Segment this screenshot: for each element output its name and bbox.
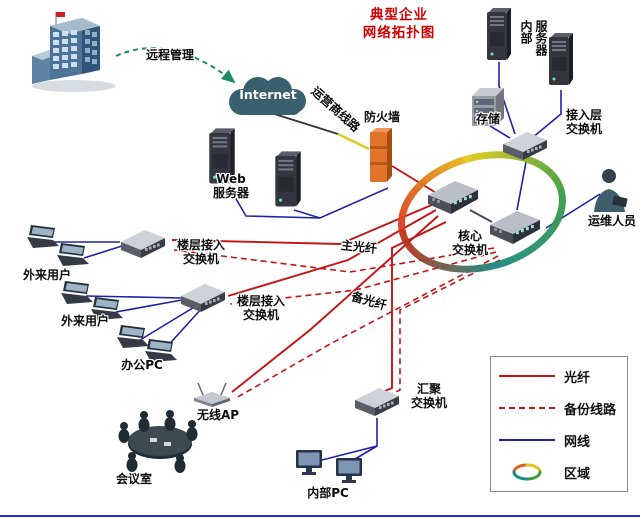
external-user-laptop-icon: [26, 224, 62, 254]
legend-row-cable: 网线: [491, 424, 627, 456]
core-switch-label: 核心 交换机: [451, 229, 488, 258]
storage-label: 存储: [475, 112, 500, 126]
office-pc-laptop-icon: [116, 324, 152, 354]
access-switch-label: 接入层 交换机: [565, 108, 602, 137]
remote-management-label: 远程管理: [145, 48, 194, 62]
external-user-label-1: 外来用户: [22, 268, 71, 282]
external-user-label-2: 外来用户: [60, 314, 109, 328]
zone-ring: [398, 151, 566, 273]
building-icon: [22, 6, 126, 98]
legend-row-zone: 区域: [491, 456, 627, 488]
legend-row-fiber: 光纤: [491, 360, 627, 392]
firewall-label: 防火墙: [363, 110, 400, 124]
core-interlink: [469, 209, 493, 223]
internal-server-icon-2: [544, 30, 578, 94]
cable-line-sample: [499, 439, 555, 441]
internal-server-label: 内部 服务器: [519, 20, 548, 56]
office-pc-label: 办公PC: [121, 358, 163, 372]
backup-line-sample: [499, 407, 555, 409]
ops-staff-icon: [590, 166, 632, 220]
legend-row-backup: 备份线路: [491, 392, 627, 424]
internet-cloud-icon: [222, 72, 312, 126]
external-user-laptop-icon: [60, 280, 96, 310]
remote-management-arrow: [115, 47, 236, 84]
legend: 光纤 备份线路 网线 区域: [490, 356, 628, 492]
access-switch-icon: [500, 128, 550, 168]
agg-switch-label: 汇聚 交换机: [410, 382, 447, 411]
web-server-label: Web 服务器: [212, 172, 249, 201]
meeting-room-label: 会议室: [115, 472, 152, 486]
storage-icon: [466, 80, 508, 132]
core-switch-icon-2: [486, 206, 544, 256]
legend-fiber-label: 光纤: [564, 370, 591, 386]
fiber-line-sample: [499, 375, 555, 377]
office-pc-laptop-icon: [144, 338, 180, 368]
wireless-ap-icon: [190, 380, 234, 412]
page-title: 典型企业 网络拓扑图: [362, 7, 436, 42]
legend-cable-label: 网线: [564, 434, 591, 450]
meeting-room-icon: [112, 404, 208, 478]
legend-backup-label: 备份线路: [564, 402, 617, 418]
core-switch-icon-1: [424, 176, 482, 226]
internet-label: Internet: [239, 87, 297, 102]
bottom-border: [0, 515, 640, 517]
web-server-icon-2: [270, 148, 306, 216]
carrier-line: [267, 111, 370, 151]
internal-server-icon-1: [482, 6, 516, 68]
floor-switch-icon-1: [118, 226, 168, 266]
external-user-laptop-icon: [90, 296, 126, 326]
floor-switch-icon-2: [178, 280, 228, 320]
wireless-ap-label: 无线AP: [196, 408, 240, 422]
floor-switch-label-1: 楼层接入 交换机: [176, 238, 225, 267]
floor-switch-label-2: 楼层接入 交换机: [236, 294, 285, 323]
internal-pc-icon-1: [294, 448, 326, 482]
internal-pc-icon-2: [334, 456, 366, 490]
legend-zone-label: 区域: [564, 466, 591, 482]
zone-ring-sample: [499, 462, 555, 482]
external-user-laptop-icon: [56, 242, 92, 272]
ops-staff-label: 运维人员: [587, 214, 636, 228]
web-server-icon-1: [204, 126, 240, 192]
internal-pc-label: 内部PC: [307, 486, 349, 500]
firewall-icon: [366, 126, 396, 192]
agg-switch-icon: [352, 384, 402, 424]
